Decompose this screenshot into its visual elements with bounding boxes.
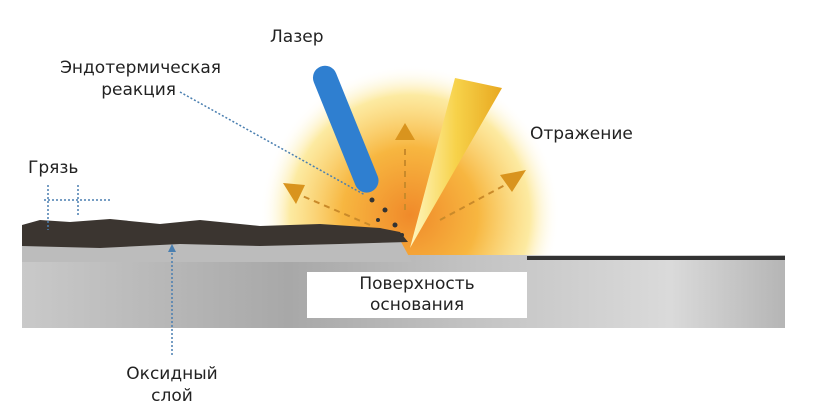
oxide-label-1: Оксидный [126, 364, 218, 384]
reflection-beam [410, 78, 502, 248]
arrow-left-icon [283, 183, 305, 204]
base-label-1: Поверхность [359, 274, 475, 294]
clean-surface-line [527, 256, 785, 260]
reflection-label: Отражение [530, 124, 633, 144]
dirt-layer [22, 219, 408, 248]
oxide-label-2: слой [151, 386, 193, 406]
endothermic-label-2: реакция [101, 80, 176, 100]
base-label-2: основания [369, 295, 465, 315]
laser-label: Лазер [270, 27, 324, 47]
laser-beam [312, 65, 379, 193]
base-label-box [307, 272, 527, 318]
arrow-up-icon [395, 123, 415, 140]
dirt-label: Грязь [28, 158, 79, 178]
endothermic-label-1: Эндотермическая [60, 58, 221, 78]
arrow-right-icon [500, 170, 526, 192]
heat-arrows [299, 145, 506, 226]
dirt-pointer [44, 185, 110, 230]
endothermic-pointer [179, 91, 366, 196]
